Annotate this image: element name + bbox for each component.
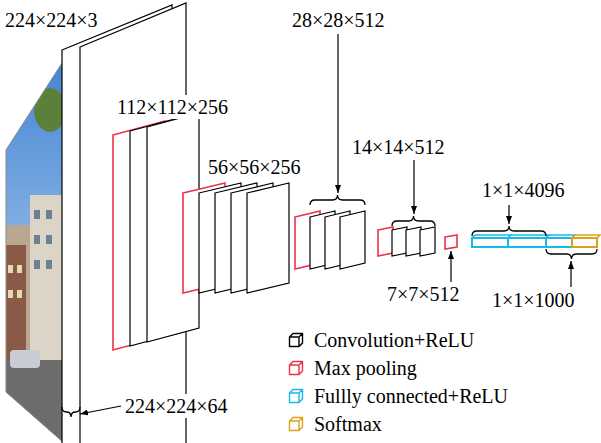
curly-bracket [472,226,546,236]
dense-bar [472,235,511,247]
leader-arrow [80,406,121,414]
label-holder: 28×28×512 [290,8,387,32]
label-holder: 7×7×512 [385,282,462,306]
dimension-label: 224×224×3 [3,8,100,32]
dimension-label: 7×7×512 [385,282,462,306]
leader-arrow [413,160,414,214]
conv-slab [406,227,421,256]
dimension-label: 14×14×512 [350,135,447,159]
legend-swatch [288,332,304,348]
legend-text: Max pooling [312,356,419,380]
curly-bracket [392,216,435,226]
label-holder: 224×224×3 [3,8,100,32]
label-holder: 1×1×4096 [480,178,567,202]
legend-row: Max pooling [288,356,419,380]
label-holder: 1×1×1000 [490,288,577,312]
label-holder: 56×56×256 [206,155,303,179]
conv-slab [420,227,435,256]
leader-arrow [450,251,451,282]
dimension-label: 1×1×4096 [480,178,567,202]
dense-bars [472,235,600,247]
dimension-label: 112×112×256 [115,95,230,119]
dimension-label: 1×1×1000 [490,288,577,312]
legend-text: Convolution+ReLU [312,328,476,352]
pooling-slab [378,227,393,256]
conv-slab [340,211,365,269]
legend-swatch [288,416,304,432]
label-holder: 14×14×512 [350,135,447,159]
legend-swatch [288,388,304,404]
legend-text: Softmax [312,412,384,436]
pooling-slab [445,235,457,249]
legend-swatch [288,360,304,376]
curly-bracket [62,407,80,417]
leader-arrow [508,205,509,224]
dense-bar [508,235,549,247]
dense-bar [546,235,575,247]
legend-row: Convolution+ReLU [288,328,476,352]
label-holder: 112×112×256 [115,95,230,119]
dimension-label: 224×224×64 [123,394,230,418]
curly-bracket [546,249,597,259]
label-holder: 224×224×64 [123,394,230,418]
dimension-label: 56×56×256 [206,155,303,179]
curly-bracket [310,195,365,205]
layer-slabs [62,3,457,443]
legend-row: Fullly connected+ReLU [288,384,510,408]
conv-slab [247,183,289,293]
brackets [62,34,597,417]
input-photo [0,50,70,443]
legend-row: Softmax [288,412,384,436]
leader-arrow [337,34,338,193]
dimension-label: 28×28×512 [290,8,387,32]
legend-text: Fullly connected+ReLU [312,384,510,408]
softmax-bar [572,235,600,247]
photo-frame [6,60,64,443]
leader-arrow [570,261,571,287]
conv-slab [392,227,407,256]
